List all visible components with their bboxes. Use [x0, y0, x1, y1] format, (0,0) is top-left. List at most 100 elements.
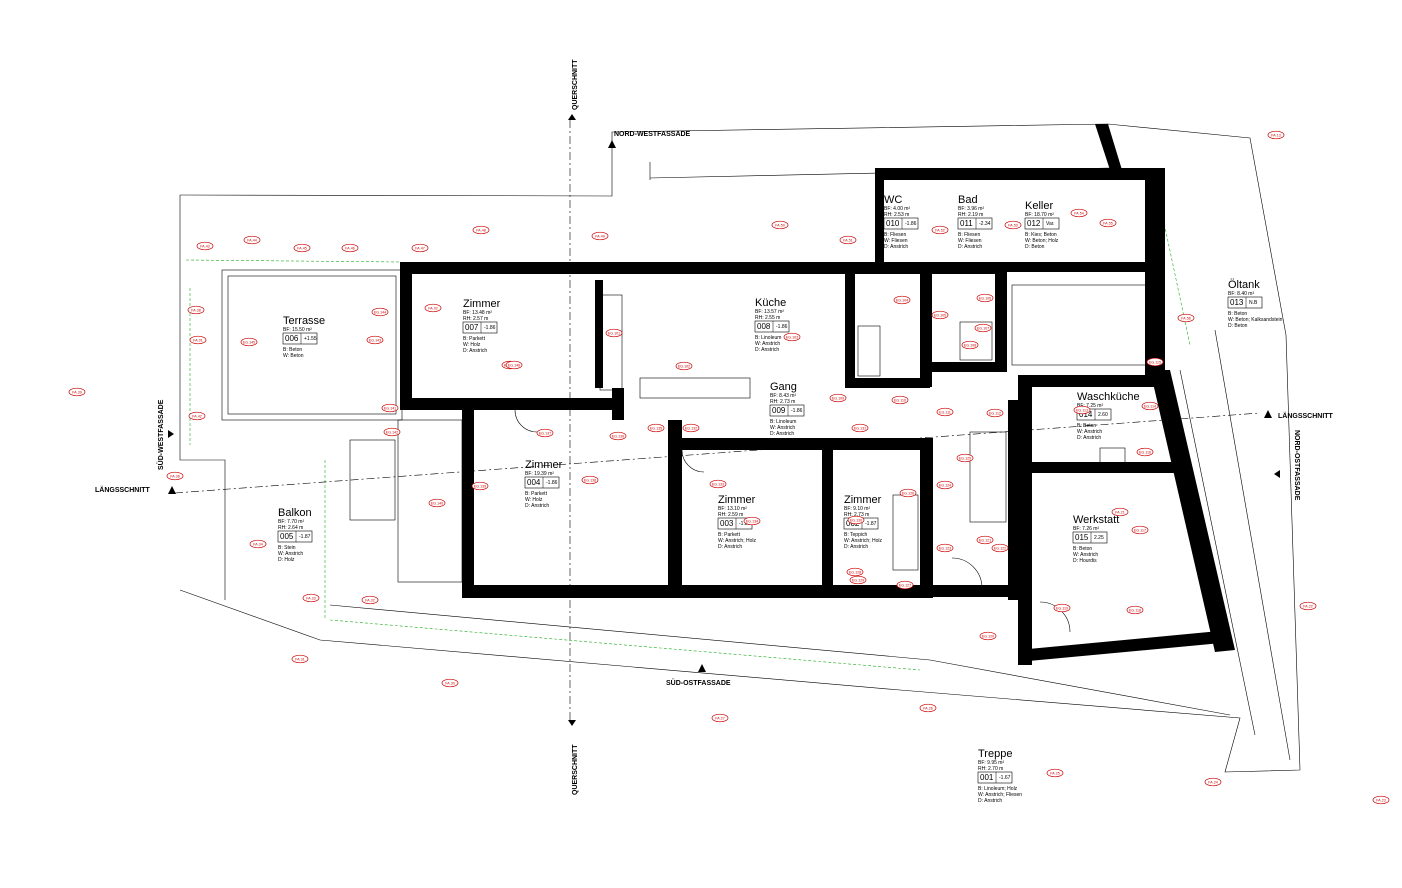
- survey-tag: EG.109: [829, 393, 847, 403]
- room-level: -1.67: [999, 775, 1011, 781]
- room-number-box: [754, 320, 790, 333]
- survey-tag: FA.42: [188, 411, 206, 421]
- svg-text:EG.111: EG.111: [939, 410, 951, 414]
- suedwest-label: SÜD-WESTFASSADE: [156, 399, 165, 470]
- room-number-box: [524, 476, 560, 489]
- room-area: BF: 13.57 m²: [755, 309, 784, 315]
- svg-text:EG.121: EG.121: [979, 538, 991, 542]
- room-material: B: Beton: [1077, 423, 1096, 429]
- door-arc-1: [951, 557, 983, 589]
- svg-text:FA.52: FA.52: [935, 228, 944, 232]
- room-number: 010: [886, 219, 900, 228]
- wall-waschkueche-north: [1018, 375, 1168, 387]
- svg-text:FA.24: FA.24: [1208, 780, 1217, 784]
- stair-inner: [599, 294, 623, 391]
- wall-north-003: [668, 438, 933, 450]
- room-level: -2.34: [979, 221, 991, 227]
- room-material: B: Parkett: [718, 532, 741, 538]
- svg-text:FA.22: FA.22: [1303, 604, 1312, 608]
- laengsschnitt-right-label: LÄNGSSCHNITT: [1278, 412, 1334, 420]
- survey-tag: EG.127: [896, 580, 914, 590]
- survey-tag: FA.33: [302, 593, 320, 603]
- survey-tag: FA.54: [1070, 208, 1088, 218]
- room-level: 2.25: [1094, 535, 1104, 541]
- room-material: B: Linoleum; Holz: [978, 786, 1018, 792]
- room-material: W: Anstrich: [770, 425, 795, 431]
- svg-text:EG.103: EG.103: [786, 335, 798, 339]
- svg-text:FA.46: FA.46: [345, 246, 354, 250]
- svg-text:FA.48: FA.48: [476, 228, 485, 232]
- wall-upper-block: [875, 168, 1160, 180]
- room-material: B: Teppich: [844, 532, 867, 538]
- room-material: B: Parkett: [525, 491, 548, 497]
- room-number: 013: [1230, 298, 1244, 307]
- survey-tag: EG.101: [605, 328, 623, 338]
- room-area: BF: 13.48 m²: [463, 310, 492, 316]
- survey-tag: EG.113: [1073, 405, 1091, 415]
- room-number: 008: [757, 322, 771, 331]
- room-material: B: Parkett: [463, 336, 486, 342]
- survey-tag: EG.135: [647, 423, 665, 433]
- survey-tag: FA.52: [931, 225, 949, 235]
- room-number: 007: [465, 323, 479, 332]
- survey-tag: FA.21: [1111, 507, 1129, 517]
- svg-text:FA.26: FA.26: [923, 706, 932, 710]
- svg-text:EG.127: EG.127: [899, 583, 911, 587]
- room-name: Zimmer: [844, 494, 882, 506]
- room-level: -1.87: [299, 534, 311, 540]
- survey-tag: EG.142: [383, 427, 401, 437]
- wc-bath: [857, 325, 881, 377]
- room-level: -1.86: [776, 324, 788, 330]
- room-number-box: [1227, 296, 1263, 309]
- room-level: 2.60: [1098, 412, 1108, 418]
- room-material: W: Holz: [525, 497, 543, 503]
- svg-text:EG.135: EG.135: [650, 426, 662, 430]
- room-area: BF: 8.40 m²: [1228, 291, 1254, 297]
- svg-text:EG.143: EG.143: [369, 338, 381, 342]
- svg-text:EG.144: EG.144: [374, 310, 386, 314]
- wall-werkstatt-south: [1018, 630, 1232, 662]
- nordost-label: NORD-OSTFASSADE: [1293, 430, 1300, 501]
- room-area: RH: 2.73 m: [770, 399, 795, 405]
- svg-text:FA.02: FA.02: [428, 306, 437, 310]
- survey-tag: FA.13: [1267, 130, 1285, 140]
- svg-text:EG.109: EG.109: [832, 396, 844, 400]
- room-name: Zimmer: [463, 298, 501, 310]
- room-area: BF: 9.95 m²: [978, 760, 1004, 766]
- svg-text:EG.123: EG.123: [939, 546, 951, 550]
- room-material: D: Beton: [1025, 244, 1045, 250]
- svg-text:FA.23: FA.23: [1376, 798, 1385, 802]
- svg-text:FA.31: FA.31: [295, 657, 304, 661]
- room-material: W: Fliesen: [884, 238, 908, 244]
- svg-text:FA.54: FA.54: [1074, 211, 1083, 215]
- wall-wc-east: [920, 262, 932, 387]
- wall-treppe-south: [930, 585, 1020, 597]
- room-area: RH: 2.57 m: [463, 316, 488, 322]
- svg-text:EG.142: EG.142: [386, 430, 398, 434]
- room-number-box: [977, 771, 1013, 784]
- wall-treppe-east: [1008, 400, 1022, 600]
- balkon-box: [397, 419, 463, 583]
- room-name: Balkon: [278, 507, 312, 519]
- wall-east-002: [920, 438, 933, 598]
- room-material: B: Kies; Beton: [1025, 232, 1057, 238]
- survey-tag: FA.48: [472, 225, 490, 235]
- nordost-marker-icon: [1274, 470, 1280, 478]
- svg-text:EG.112: EG.112: [989, 411, 1001, 415]
- room-material: D: Anstrich: [463, 348, 487, 354]
- survey-tag: FA.38: [187, 305, 205, 315]
- survey-tag: EG.107: [974, 323, 992, 333]
- room-material: B: Linoleum: [755, 335, 781, 341]
- room-number: 001: [980, 773, 994, 782]
- wall-north: [400, 262, 1000, 274]
- laengsschnitt-left-label: LÄNGSSCHNITT: [95, 486, 151, 494]
- room-name: Bad: [958, 194, 978, 206]
- wall-upper-left: [875, 168, 884, 268]
- survey-tag: FA.02: [424, 303, 442, 313]
- svg-text:EG.128: EG.128: [849, 570, 861, 574]
- svg-text:FA.51: FA.51: [843, 238, 852, 242]
- room-material: D: Anstrich: [770, 431, 794, 437]
